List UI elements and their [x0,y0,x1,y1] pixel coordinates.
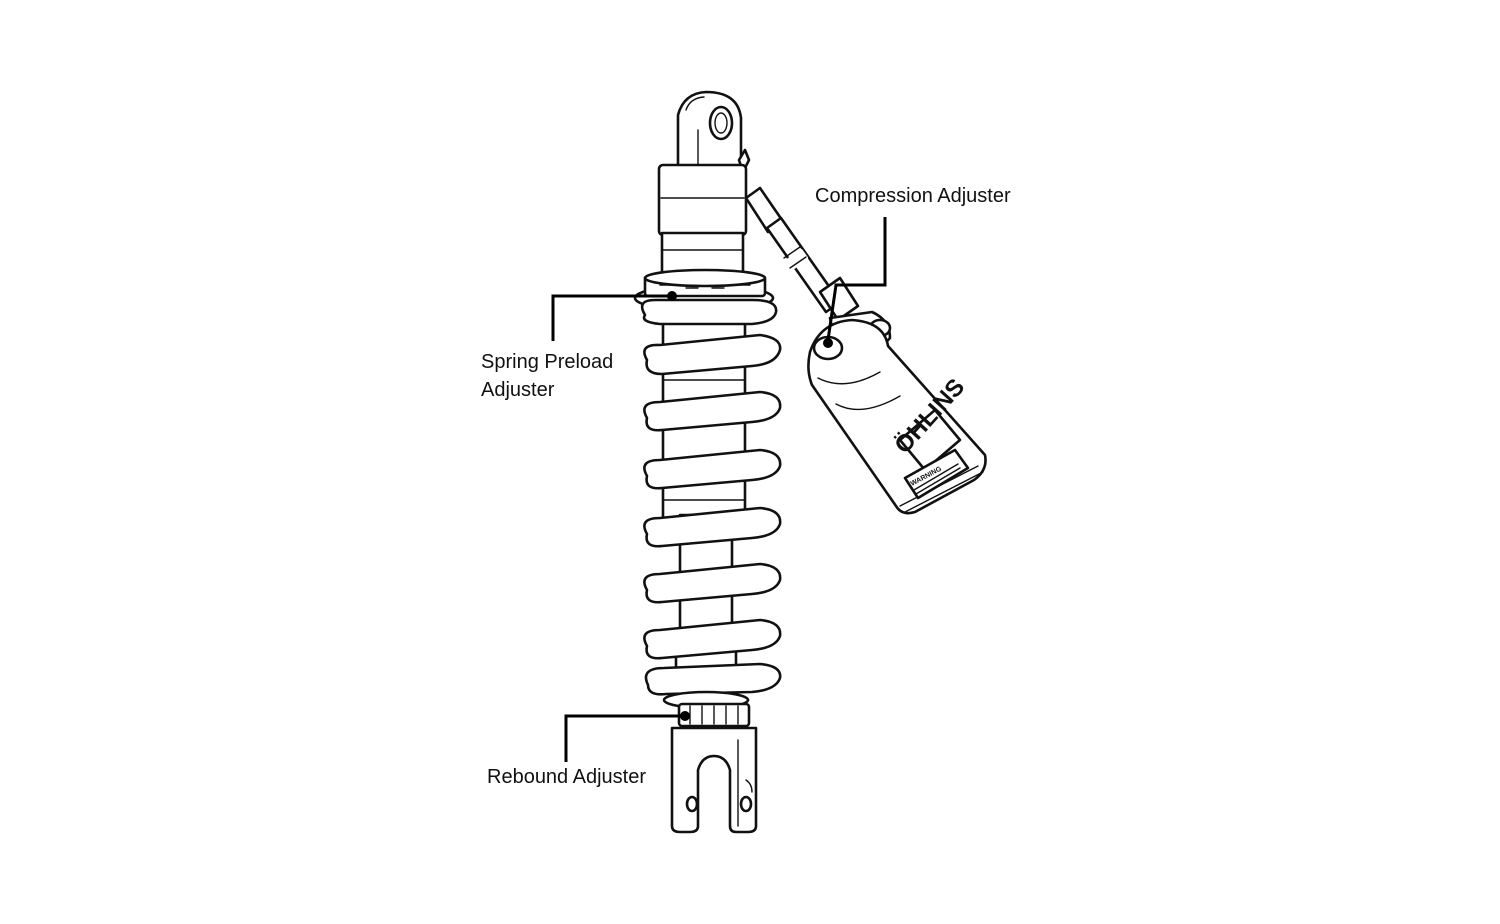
spring-preload-label-line2: Adjuster [481,379,555,401]
rebound-adjuster-collar [662,690,751,728]
callout-preload-line [551,291,677,341]
coil-spring [640,298,782,696]
spring-preload-label-line1: Spring Preload [481,351,614,373]
callout-rebound-line [564,711,690,762]
reservoir: ÖHLINS WARNING [807,310,987,515]
callout-compression-line [823,217,887,348]
rebound-adjuster-label: Rebound Adjuster [487,766,647,788]
top-eyelet [676,90,751,174]
bottom-clevis [670,726,758,834]
spring-preload-adjuster-label: Spring Preload Adjuster [481,348,613,404]
compression-adjuster-label: Compression Adjuster [815,185,1011,207]
reservoir-hose [744,186,860,322]
